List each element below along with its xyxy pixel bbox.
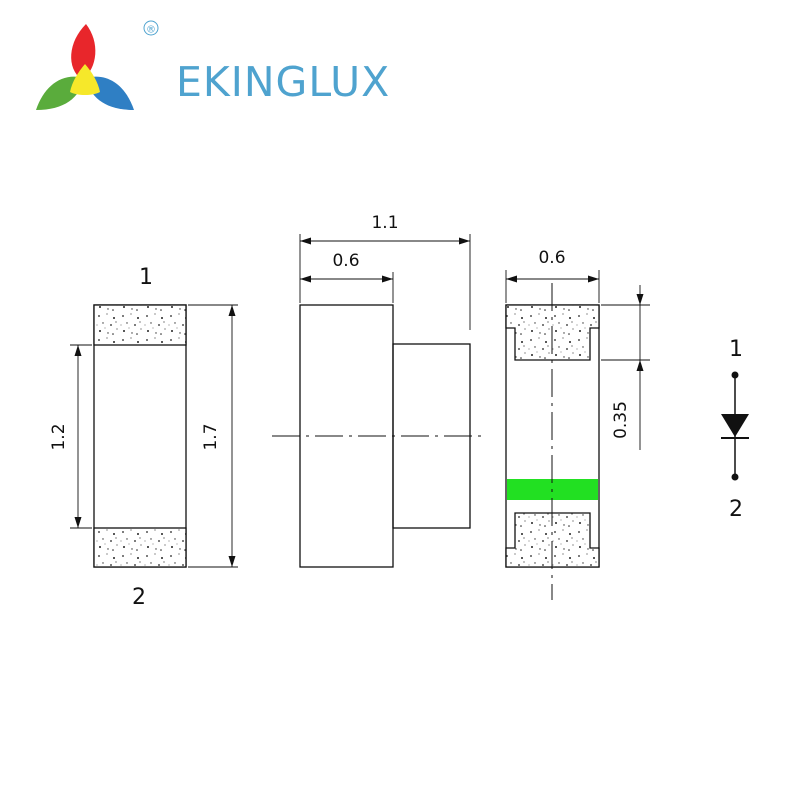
logo-center-yellow (70, 64, 100, 95)
pad-bottom (93, 527, 187, 568)
registered-mark-circle (143, 20, 159, 36)
pin-1-label: 1 (139, 265, 153, 290)
dim-end-width: 0.6 (538, 248, 565, 268)
dim-total-width: 1.1 (371, 213, 398, 233)
end-pad-bottom (505, 512, 600, 568)
diode-triangle (721, 414, 749, 437)
logo-petal-red (71, 24, 96, 80)
logo-petal-blue (86, 76, 134, 110)
diode-icon: 1 2 (721, 337, 749, 522)
side-view: 1.1 0.6 (272, 213, 482, 568)
brand-logo (36, 24, 134, 110)
top-view: 1 2 1.2 1.7 (49, 265, 238, 610)
registered-mark: ® (146, 25, 156, 36)
dim-body-width: 0.6 (332, 251, 359, 271)
diode-cathode-label: 2 (729, 497, 743, 522)
logo-petal-green (36, 76, 84, 110)
pad-top (93, 304, 187, 346)
pin-2-label: 2 (132, 585, 146, 610)
diode-anode-label: 1 (729, 337, 743, 362)
dim-total-height: 1.7 (201, 423, 221, 450)
dim-inner-height: 1.2 (49, 423, 69, 450)
end-view: 0.6 0.35 (505, 248, 650, 600)
dim-pad-height: 0.35 (611, 401, 631, 439)
brand-name: EKINGLUX (176, 58, 390, 106)
